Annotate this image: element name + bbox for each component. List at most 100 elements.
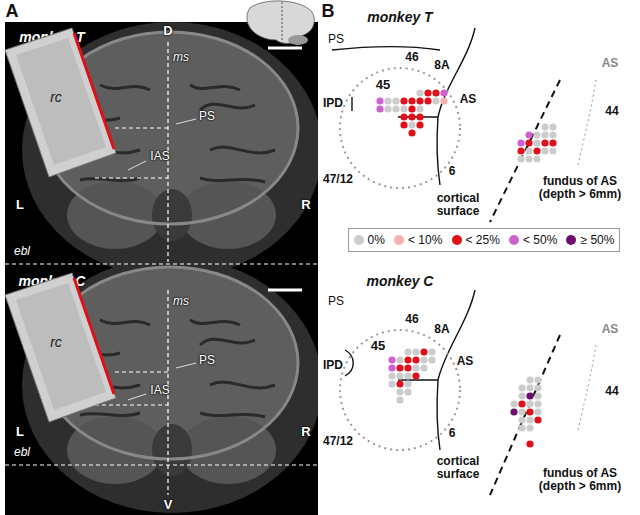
label: 8A [434,323,449,336]
site-dot [526,392,533,399]
site-dot [432,97,439,104]
site-dot [526,400,533,407]
label: V [164,498,173,512]
site-dot [526,384,533,391]
label: 6 [449,165,456,178]
legend-item: < 25% [452,233,500,247]
label: ms [173,295,189,308]
site-dot [541,123,548,130]
label: PS [199,354,215,367]
label: PS [328,33,344,46]
label: ebl [14,245,30,258]
legend-swatch [354,235,364,245]
site-dot [412,356,419,363]
site-dot [534,392,541,399]
label: IPD [323,97,343,110]
site-dot [549,139,556,146]
label: cortical surface [427,455,489,481]
site-dot [408,97,415,104]
label: B [322,2,335,22]
site-dot [400,121,407,128]
site-dot [517,155,524,162]
legend-item: ≥ 50% [566,233,614,247]
legend-text: < 10% [408,233,442,247]
site-dot [404,388,411,395]
chamber-label: rc [50,334,62,350]
site-dot [408,105,415,112]
site-dot [526,416,533,423]
label: IPD [323,359,343,372]
site-dot [420,348,427,355]
legend-swatch [394,235,404,245]
label: IAS [150,384,169,397]
legend-text: < 50% [523,233,557,247]
site-dot [396,388,403,395]
label: L [16,198,24,212]
recording-chamber: rc [2,25,120,185]
site-dot [518,424,525,431]
site-dot [541,131,548,138]
label: 47/12 [323,173,353,186]
chamber-shape [2,25,120,185]
label: monkey C [367,274,434,289]
site-dot [510,408,517,415]
site-dot [526,424,533,431]
site-dot [400,105,407,112]
label: IAS [150,150,169,163]
site-dot [424,89,431,96]
label: 8A [434,59,449,72]
cortex-circle [340,68,460,450]
legend-text: ≥ 50% [580,233,614,247]
site-dot [534,416,541,423]
site-dots [376,89,556,447]
label: cortical surface [427,192,489,218]
site-dot [526,440,533,447]
label: ms [173,51,189,64]
site-dot [408,121,415,128]
site-dot [525,147,532,154]
site-dot [408,113,415,120]
site-dot [404,372,411,379]
legend-text: < 25% [466,233,500,247]
site-dot [525,155,532,162]
site-dot [518,408,525,415]
site-dot [510,400,517,407]
site-dot [404,348,411,355]
legend-box: 0% < 10% < 25% < 50% ≥ 50% [348,228,620,252]
site-dot [440,89,447,96]
site-dot [376,105,383,112]
site-dot [549,123,556,130]
fundus-sulcus [578,80,596,430]
label: 44 [605,385,618,398]
site-dot [526,408,533,415]
leader-lines [128,119,196,400]
site-dot [541,147,548,154]
label: fundus of AS (depth > 6mm) [525,467,635,493]
site-dot [432,89,439,96]
label: 45 [371,339,385,353]
site-dot [392,105,399,112]
site-dot [533,131,540,138]
site-dot [408,129,415,136]
scale-bar [268,48,302,290]
site-dot [440,97,447,104]
sulci [332,28,475,450]
site-dot [534,376,541,383]
site-dot [518,416,525,423]
site-dot [541,139,548,146]
site-dot [517,139,524,146]
site-dot [428,356,435,363]
site-dot [424,97,431,104]
label: 46 [405,313,418,326]
label: PS [328,295,344,308]
label: D [163,24,172,38]
site-dot [518,392,525,399]
site-dot [400,113,407,120]
legend-swatch [509,235,519,245]
site-dot [416,89,423,96]
legend-swatch [566,235,576,245]
site-dot [412,348,419,355]
site-dot [396,396,403,403]
site-dot [420,364,427,371]
legend-item: 0% [354,233,385,247]
